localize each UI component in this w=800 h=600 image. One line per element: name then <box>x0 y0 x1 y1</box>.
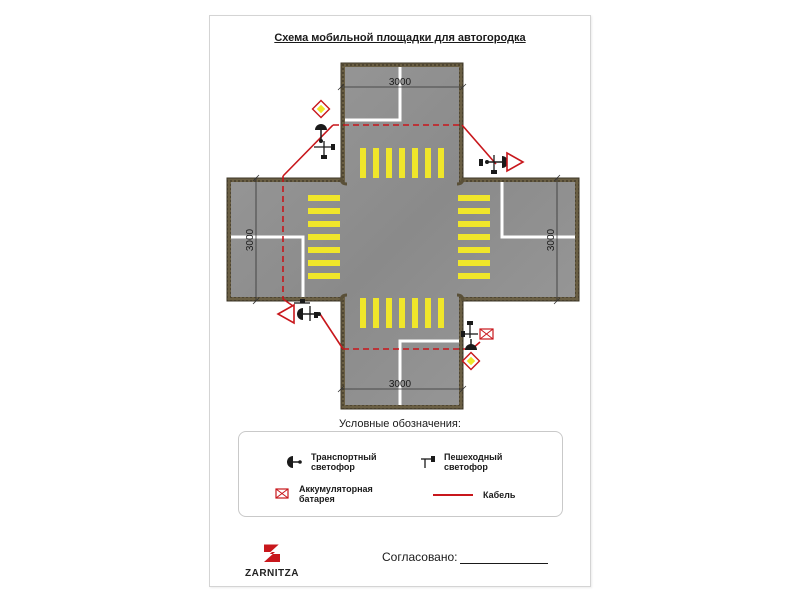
pedestrian-light-icon <box>294 299 318 321</box>
lane-markings <box>231 67 575 405</box>
traffic-light-icon <box>485 156 508 168</box>
dimension-left: 3000 <box>245 228 256 251</box>
legend-label-traffic-light: Транспортный светофор <box>311 452 377 472</box>
legend-label-pedestrian-light: Пешеходный светофор <box>444 452 503 472</box>
traffic-light-icon <box>315 124 327 143</box>
scheme-title: Схема мобильной площадки для автогородка <box>274 32 526 44</box>
crosswalk-left <box>308 195 340 279</box>
pedestrian-light-icon <box>479 155 497 174</box>
legend-item-pedestrian-light: Пешеходный светофор <box>420 452 502 472</box>
legend: Транспортный светофор Пешеходный светофо… <box>238 431 563 517</box>
dimension-bottom: 3000 <box>389 379 412 390</box>
priority-road-sign-icon <box>311 99 331 119</box>
dimension-top: 3000 <box>389 77 412 88</box>
legend-label-battery: Аккумуляторная батарея <box>299 484 373 504</box>
priority-road-sign-icon <box>461 351 481 371</box>
legend-label-cable: Кабель <box>483 490 516 500</box>
traffic-light-icon <box>287 456 302 468</box>
legend-heading: Условные обозначения: <box>339 418 461 430</box>
intersection-diagram: 3000 3000 3000 3000 <box>226 62 580 410</box>
legend-item-cable: Кабель <box>433 490 515 500</box>
traffic-light-icon <box>465 339 477 350</box>
yield-sign-icon <box>506 151 525 173</box>
approval-signature-line[interactable] <box>459 551 548 564</box>
yield-sign-icon <box>276 303 295 325</box>
legend-item-traffic-light: Транспортный светофор <box>284 452 376 472</box>
zarnitza-logo: ZARNITZA <box>232 543 312 579</box>
crosswalk-right <box>458 195 490 279</box>
road-surface <box>231 67 575 405</box>
crosswalk-bottom <box>360 298 444 328</box>
approval-field: Согласовано: <box>382 550 548 564</box>
cable <box>282 124 497 350</box>
crosswalk-top <box>360 148 444 178</box>
legend-item-battery: Аккумуляторная батарея <box>275 484 373 504</box>
battery-icon <box>275 488 289 499</box>
approval-label: Согласовано: <box>382 550 458 564</box>
logo-text: ZARNITZA <box>245 568 299 579</box>
scheme-sheet: Схема мобильной площадки для автогородка <box>209 15 591 587</box>
zarnitza-z-icon <box>264 543 282 562</box>
pedestrian-light-icon <box>461 321 478 338</box>
pedestrian-light-icon <box>421 456 435 468</box>
battery-icon <box>479 328 494 340</box>
dimension-right: 3000 <box>546 228 557 251</box>
pedestrian-light-icon <box>314 141 335 159</box>
dimension-lines <box>252 83 561 393</box>
cable-line-icon <box>433 494 473 496</box>
